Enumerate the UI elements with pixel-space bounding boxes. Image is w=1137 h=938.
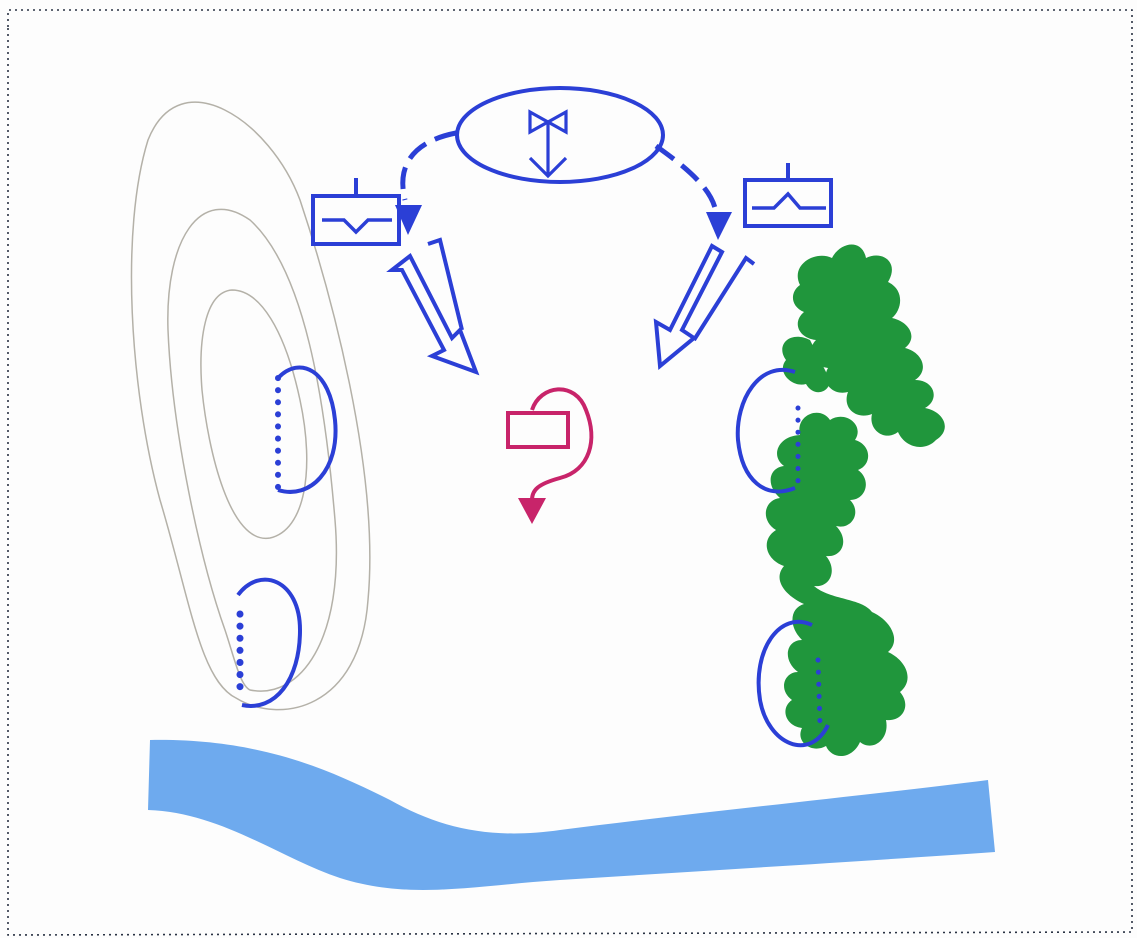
- position-left-upper: [275, 365, 338, 494]
- contour-line-middle: [167, 208, 338, 692]
- dashed-arrow-right: [654, 143, 719, 213]
- position-right-upper: [735, 368, 801, 494]
- position-right-lower: [756, 619, 830, 748]
- attack-arrow-left: [386, 237, 480, 376]
- position-left-lower: [236, 577, 303, 708]
- attack-arrow-right: [653, 243, 756, 370]
- rectangle-with-curved-arrow-icon: [506, 411, 570, 449]
- river: [148, 739, 995, 890]
- map-frame: [7, 9, 1133, 936]
- enemy-symbol: [506, 387, 594, 524]
- ellipse-unit-with-bowtie-arrow-icon: [455, 86, 665, 184]
- contour-line-outer: [130, 101, 371, 711]
- left-unit-symbol: [311, 178, 401, 246]
- unit-positions: [236, 365, 830, 748]
- rectangle-unit-with-notch-icon: [743, 178, 833, 228]
- dashed-movement-arrows: [395, 130, 732, 240]
- hq-symbol: [455, 86, 665, 184]
- attack-arrows: [386, 237, 756, 376]
- contour-line-inner: [200, 289, 308, 539]
- forest: [765, 244, 945, 757]
- right-unit-symbol: [743, 163, 833, 228]
- hill-contours: [130, 101, 371, 711]
- dashed-arrow-left: [400, 130, 457, 201]
